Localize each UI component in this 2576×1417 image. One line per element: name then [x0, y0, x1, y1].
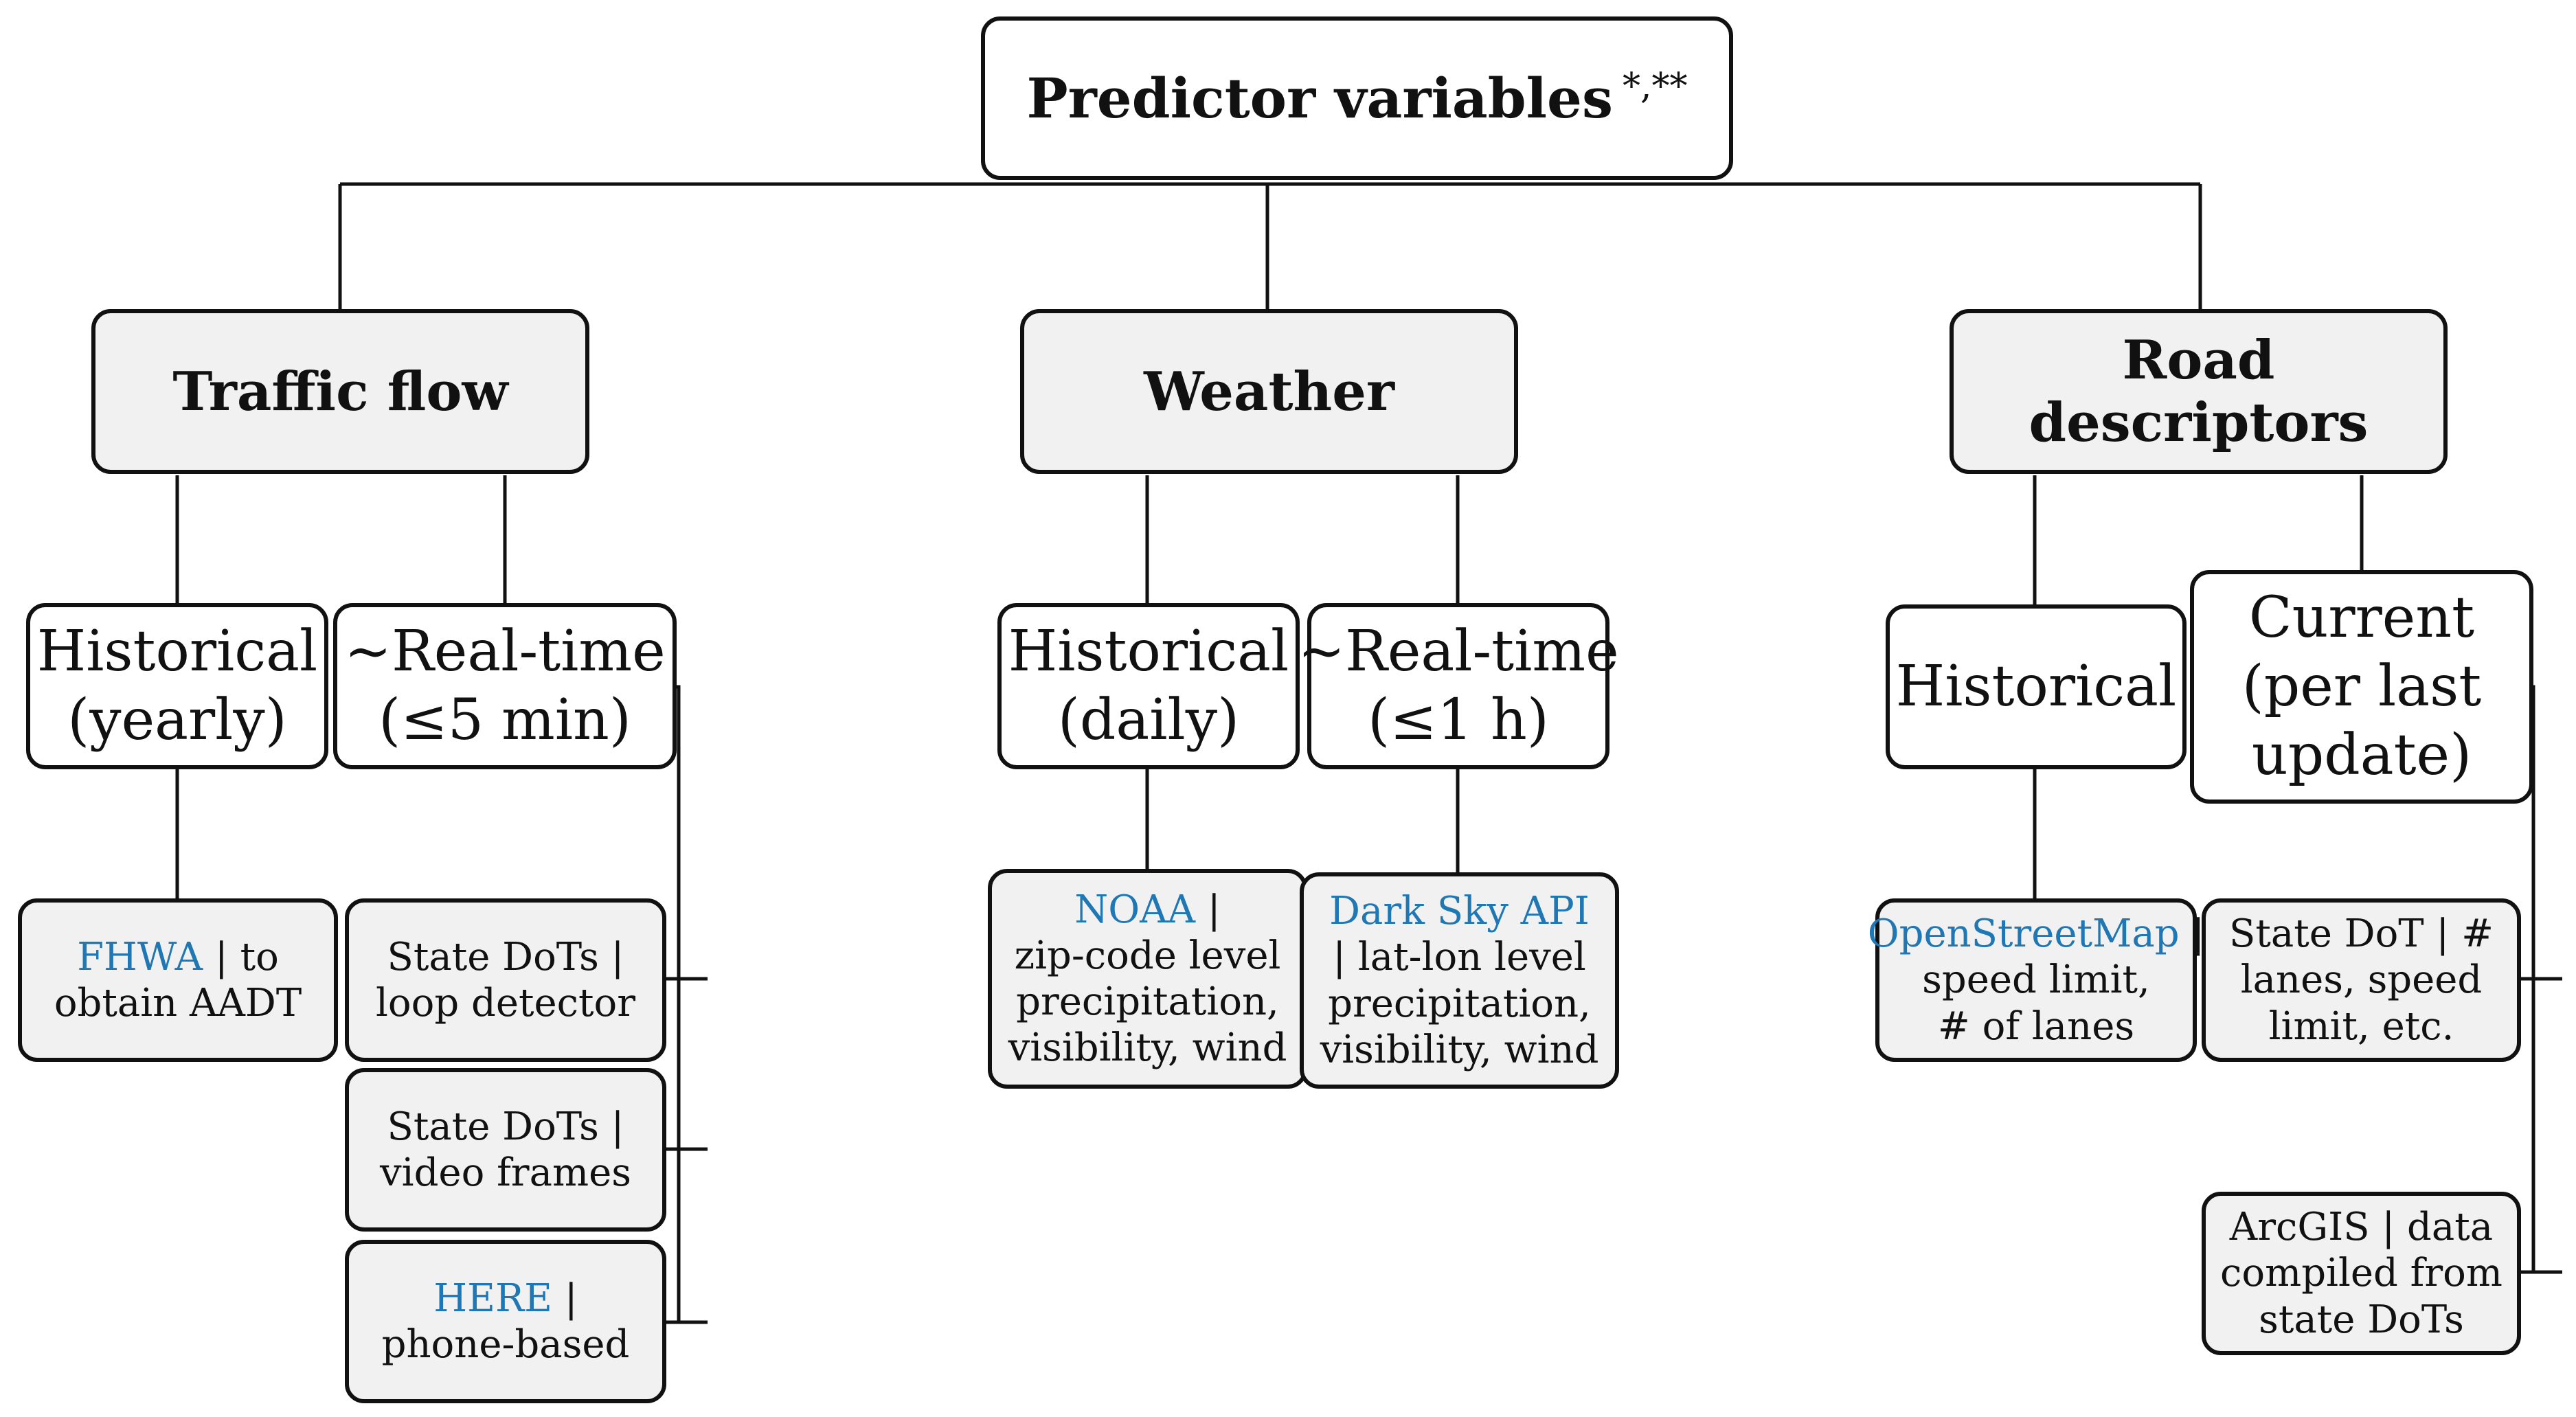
source-loop-line1: State DoTs | — [387, 934, 624, 979]
source-arcgis: ArcGIS | data compiled from state DoTs — [2202, 1192, 2521, 1355]
source-arcgis-line1: ArcGIS | data — [2229, 1205, 2494, 1250]
root-node: Predictor variables*,** — [981, 16, 1733, 180]
root-superscript: *,** — [1622, 66, 1688, 108]
road-current-line3: update) — [2251, 723, 2472, 789]
weather-realtime-node: ~Real-time (≤1 h) — [1298, 603, 1619, 769]
source-state-dot: State DoT | # lanes, speed limit, etc. — [2202, 898, 2521, 1062]
root-label: Predictor variables*,** — [1026, 66, 1688, 131]
source-arcgis-line2: compiled from — [2220, 1251, 2502, 1296]
traffic-realtime-line1: ~Real-time — [344, 618, 666, 684]
road-historical-node: Historical — [1886, 604, 2187, 769]
source-video-line2: video frames — [380, 1150, 631, 1195]
weather-realtime-line1: ~Real-time — [1298, 618, 1619, 684]
weather-historical-node: Historical (daily) — [997, 603, 1300, 769]
source-video-line1: State DoTs | — [387, 1104, 624, 1149]
road-current-node: Current (per last update) — [2190, 570, 2533, 804]
category-weather: Weather — [1020, 309, 1518, 474]
road-current-line2: (per last — [2241, 653, 2482, 719]
connector-traffic-realtime-bus — [677, 685, 681, 1322]
source-dark-sky: Dark Sky API | lat-lon level precipitati… — [1300, 872, 1619, 1089]
traffic-historical-node: Historical (yearly) — [26, 603, 328, 769]
source-osm-sep: | — [2179, 911, 2205, 957]
source-arcgis-line3: state DoTs — [2259, 1297, 2464, 1342]
weather-realtime-line2: (≤1 h) — [1368, 688, 1549, 753]
source-darksky-line3: precipitation, — [1328, 981, 1591, 1026]
road-historical-line1: Historical — [1895, 653, 2177, 719]
weather-historical-line1: Historical — [1008, 618, 1289, 684]
source-noaa-line3: precipitation, — [1016, 979, 1279, 1024]
source-statedot-line3: limit, etc. — [2268, 1004, 2454, 1049]
traffic-historical-line2: (yearly) — [67, 688, 287, 753]
source-noaa: NOAA | zip-code level precipitation, vis… — [988, 869, 1307, 1089]
source-fhwa: FHWA | to obtain AADT — [18, 898, 338, 1062]
source-fhwa-line2: obtain AADT — [54, 981, 302, 1025]
category-weather-label: Weather — [1144, 360, 1394, 423]
source-osm-link[interactable]: OpenStreetMap — [1867, 911, 2180, 957]
source-noaa-link[interactable]: NOAA — [1074, 887, 1196, 932]
source-fhwa-link[interactable]: FHWA — [77, 934, 203, 979]
source-noaa-sep: | — [1195, 887, 1221, 932]
category-traffic-flow-label: Traffic flow — [172, 360, 508, 423]
source-here-line2: phone-based — [381, 1322, 630, 1367]
category-traffic-flow: Traffic flow — [91, 309, 589, 474]
source-loop-line2: loop detector — [376, 981, 635, 1025]
traffic-historical-line1: Historical — [36, 618, 318, 684]
source-statedot-line1: State DoT | # — [2228, 911, 2494, 957]
source-here-sep: | — [552, 1276, 578, 1321]
source-osm-line3: # of lanes — [1937, 1004, 2135, 1049]
source-noaa-line2: zip-code level — [1014, 933, 1281, 978]
source-openstreetmap: OpenStreetMap | speed limit, # of lanes — [1868, 898, 2204, 1062]
source-here: HERE | phone-based — [345, 1240, 666, 1403]
source-noaa-line4: visibility, wind — [1008, 1025, 1287, 1071]
road-current-line1: Current — [2248, 585, 2475, 650]
weather-historical-line2: (daily) — [1057, 688, 1240, 753]
source-darksky-link[interactable]: Dark Sky API — [1329, 889, 1590, 934]
source-fhwa-sep: | to — [203, 934, 279, 979]
source-video-frames: State DoTs | video frames — [345, 1068, 666, 1232]
source-loop-detector: State DoTs | loop detector — [345, 898, 666, 1062]
source-here-link[interactable]: HERE — [433, 1276, 553, 1321]
source-osm-line2: speed limit, — [1922, 957, 2150, 1003]
traffic-realtime-line2: (≤5 min) — [379, 688, 631, 753]
source-darksky-line4: visibility, wind — [1320, 1027, 1599, 1072]
source-statedot-line2: lanes, speed — [2240, 957, 2483, 1003]
category-road-descriptors: Road descriptors — [1950, 309, 2448, 474]
traffic-realtime-node: ~Real-time (≤5 min) — [333, 603, 677, 769]
category-road-descriptors-label: Road descriptors — [2029, 329, 2369, 454]
source-darksky-line2: | lat-lon level — [1333, 935, 1586, 980]
